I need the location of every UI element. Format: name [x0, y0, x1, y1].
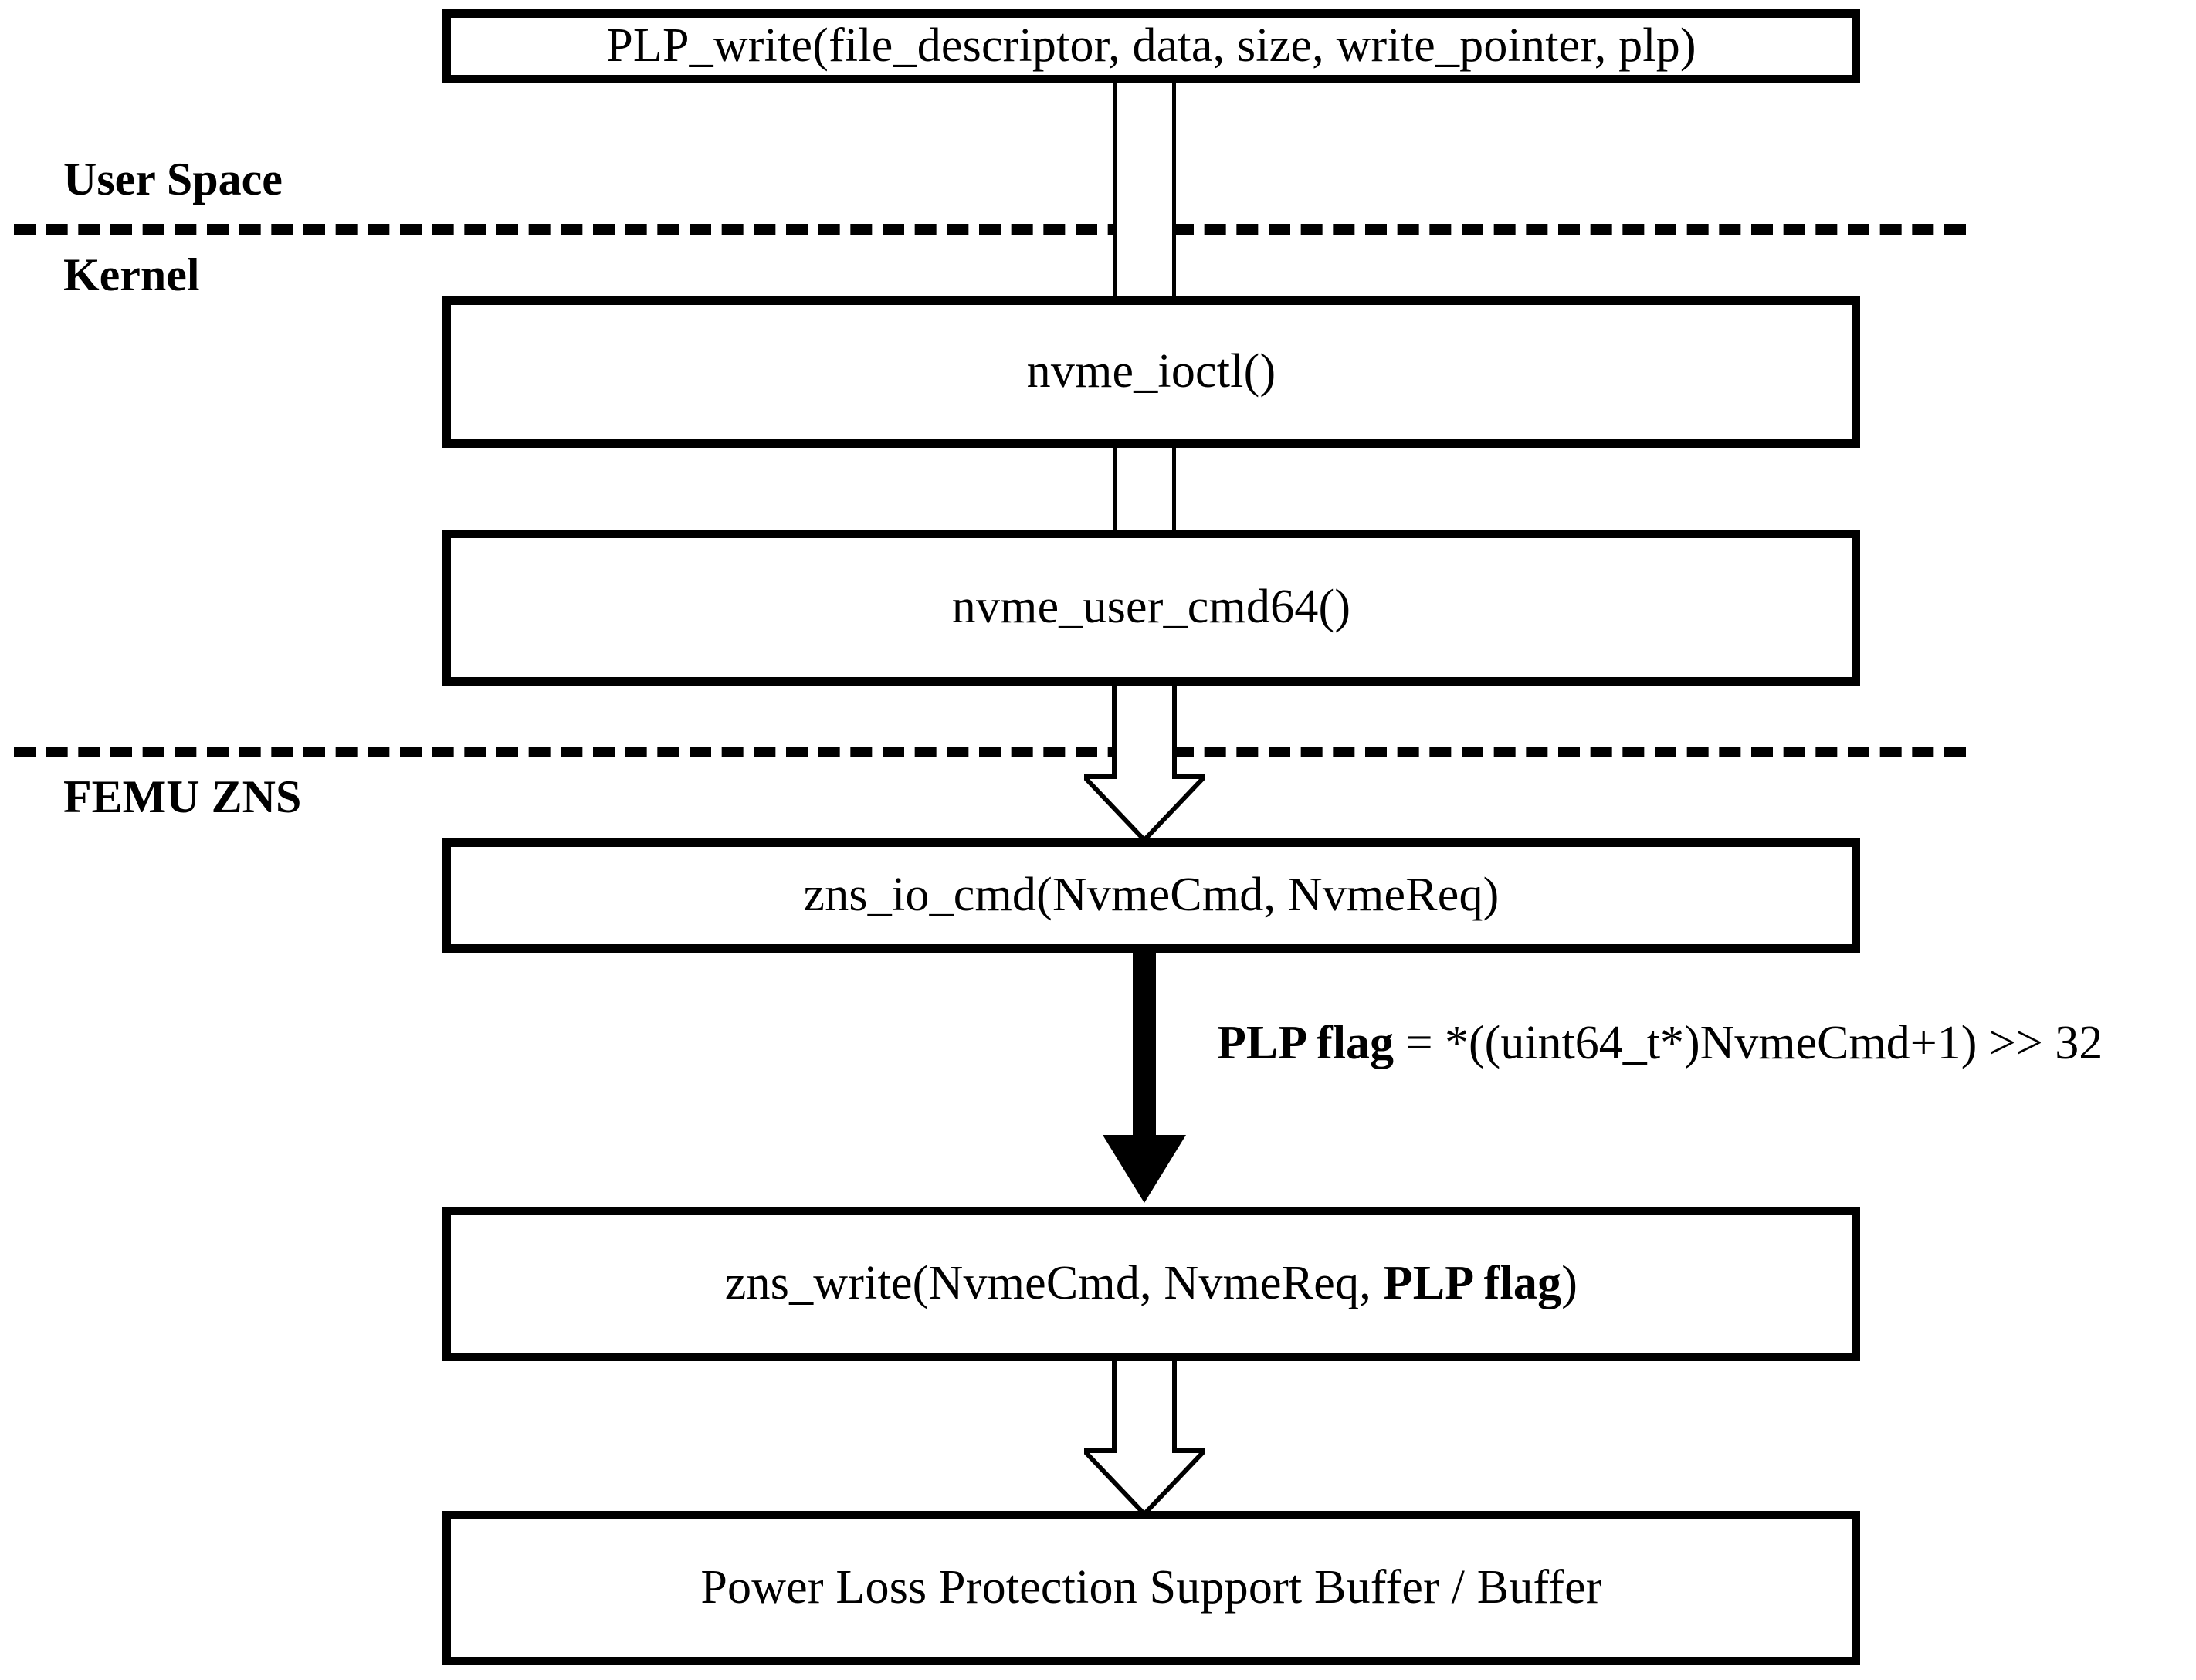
connector-zns-io-cmd-to-zns-write [1103, 951, 1186, 1203]
separator-user-space-kernel [14, 224, 1966, 235]
connector-rail-right [1172, 80, 1176, 296]
connector-rail-left [1113, 445, 1117, 533]
connector-rail-right [1172, 445, 1176, 533]
connector-zns-write-to-plp-buffer [1084, 1358, 1205, 1514]
box-nvme-ioctl-label: nvme_ioctl() [1026, 345, 1276, 398]
box-zns-write[interactable]: zns_write(NvmeCmd, NvmeReq, PLP flag) [442, 1207, 1860, 1361]
box-plp-buffer[interactable]: Power Loss Protection Support Buffer / B… [442, 1511, 1860, 1665]
annotation-plp-flag-formula: PLP flag = *((uint64_t*)NvmeCmd+1) >> 32 [1217, 1016, 2103, 1071]
box-nvme-user-cmd64-label: nvme_user_cmd64() [951, 581, 1351, 634]
box-plp-buffer-label: Power Loss Protection Support Buffer / B… [700, 1561, 1602, 1614]
box-zns-write-label-bold: PLP flag [1383, 1257, 1562, 1310]
box-zns-io-cmd-label: zns_io_cmd(NvmeCmd, NvmeReq) [803, 869, 1500, 922]
box-plp-write-label: PLP_write(file_descriptor, data, size, w… [606, 19, 1696, 73]
connector-channel-fill [1117, 80, 1172, 296]
region-label-femu-zns: FEMU ZNS [63, 771, 302, 822]
connector-nvme-ioctl-to-nvme-user-cmd64 [1113, 445, 1176, 533]
separator-kernel-femu-zns [14, 747, 1966, 757]
box-zns-write-label-before: zns_write(NvmeCmd, NvmeReq, [724, 1257, 1384, 1310]
region-label-user-space: User Space [63, 154, 283, 205]
connector-channel-fill [1117, 445, 1172, 533]
annotation-plp-flag-bold: PLP flag [1217, 1017, 1395, 1069]
connector-rail-left [1113, 80, 1117, 296]
region-label-kernel: Kernel [63, 249, 200, 300]
connector-plp-write-to-nvme-ioctl [1113, 80, 1176, 296]
box-zns-write-label: zns_write(NvmeCmd, NvmeReq, PLP flag) [725, 1258, 1578, 1309]
box-plp-write[interactable]: PLP_write(file_descriptor, data, size, w… [442, 9, 1860, 83]
annotation-plp-flag-rest: = *((uint64_t*)NvmeCmd+1) >> 32 [1394, 1017, 2103, 1069]
box-zns-io-cmd[interactable]: zns_io_cmd(NvmeCmd, NvmeReq) [442, 838, 1860, 953]
box-nvme-user-cmd64[interactable]: nvme_user_cmd64() [442, 530, 1860, 686]
box-nvme-ioctl[interactable]: nvme_ioctl() [442, 296, 1860, 448]
box-zns-write-label-after: ) [1561, 1257, 1578, 1310]
connector-nvme-user-cmd64-to-zns-io-cmd [1084, 682, 1205, 840]
